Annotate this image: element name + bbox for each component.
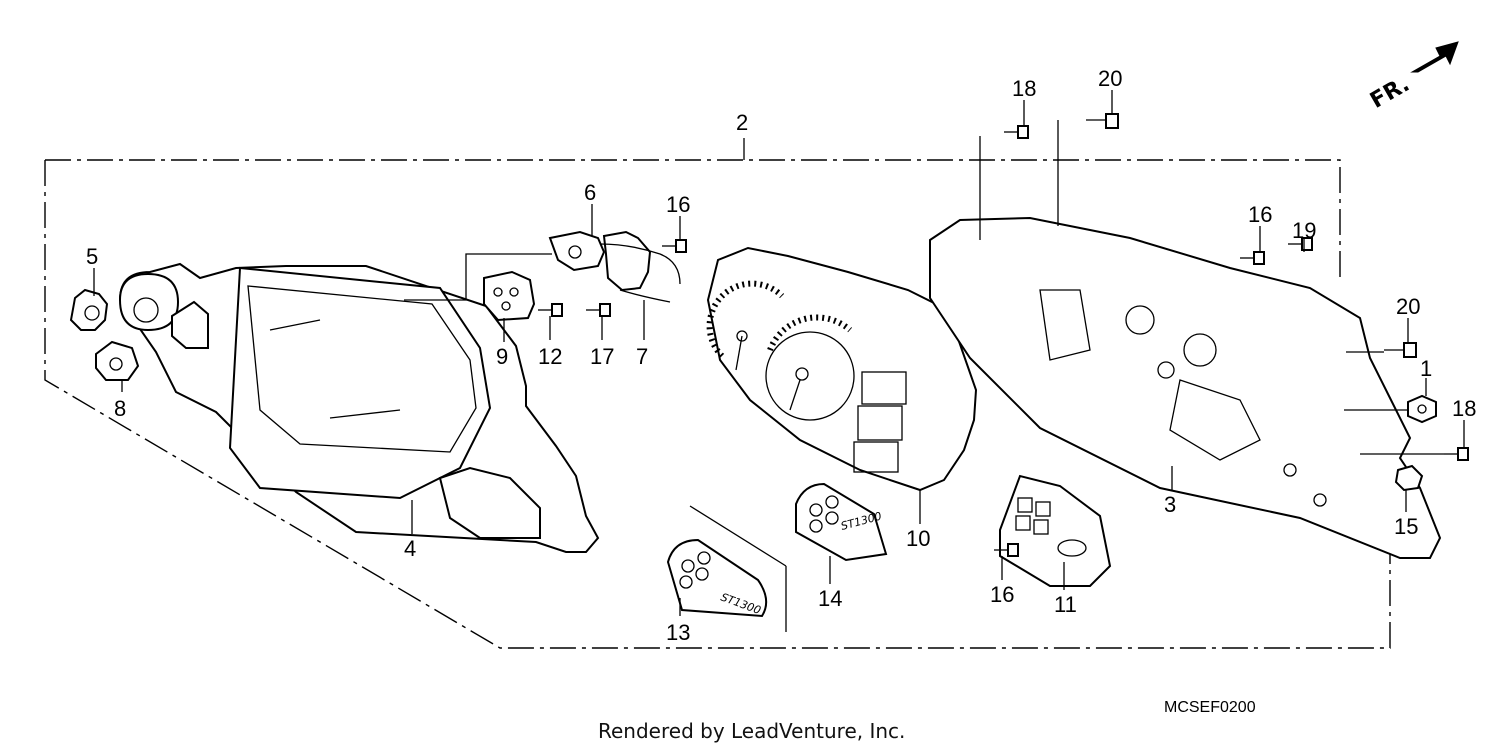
callout-18b: 18 <box>1452 396 1476 421</box>
part-emblem-panel: ST1300 <box>666 505 787 632</box>
callout-12: 12 <box>538 344 562 369</box>
callout-18a: 18 <box>1012 76 1036 101</box>
part-meter-face <box>706 246 978 492</box>
callout-16b: 16 <box>1248 202 1272 227</box>
callout-3: 3 <box>1164 492 1176 517</box>
callout-20b: 20 <box>1396 294 1420 319</box>
callout-16a: 16 <box>666 192 690 217</box>
fr-arrow-icon <box>1410 41 1459 73</box>
callout-17: 17 <box>590 344 614 369</box>
credit-text: Rendered by LeadVenture, Inc. <box>598 719 905 743</box>
callouts: 2 5 8 4 6 16 9 12 17 7 10 13 14 18 20 16… <box>86 66 1476 645</box>
callout-9: 9 <box>496 344 508 369</box>
part-wire-harness <box>599 230 681 303</box>
fr-label: FR. <box>1366 72 1414 114</box>
part-meter-case <box>118 262 600 553</box>
callout-15: 15 <box>1394 514 1418 539</box>
callout-1: 1 <box>1420 356 1432 381</box>
callout-19: 19 <box>1292 218 1316 243</box>
callout-4: 4 <box>404 536 416 561</box>
callout-8: 8 <box>114 396 126 421</box>
callout-5: 5 <box>86 244 98 269</box>
leader-lines <box>93 90 1465 616</box>
part-cap <box>1394 464 1424 492</box>
part-knob <box>69 288 109 331</box>
callout-11: 11 <box>1054 592 1077 617</box>
part-sensor <box>548 230 606 272</box>
part-rear-case <box>929 216 1442 559</box>
callout-6: 6 <box>584 180 596 205</box>
part-nut <box>1407 394 1437 424</box>
part-bracket <box>483 270 536 322</box>
callout-14: 14 <box>818 586 842 611</box>
callout-7: 7 <box>636 344 648 369</box>
part-switch-panel <box>999 474 1112 587</box>
callout-13: 13 <box>666 620 690 645</box>
part-emblem-cover: ST1300 <box>795 482 888 562</box>
callout-20a: 20 <box>1098 66 1122 91</box>
screws <box>538 113 1469 557</box>
callout-2: 2 <box>736 110 748 135</box>
callout-10: 10 <box>906 526 930 551</box>
diagram-code: MCSEF0200 <box>1164 699 1256 716</box>
part-grommet <box>95 340 140 381</box>
front-direction-marker: FR. <box>1366 41 1459 114</box>
callout-16c: 16 <box>990 582 1014 607</box>
